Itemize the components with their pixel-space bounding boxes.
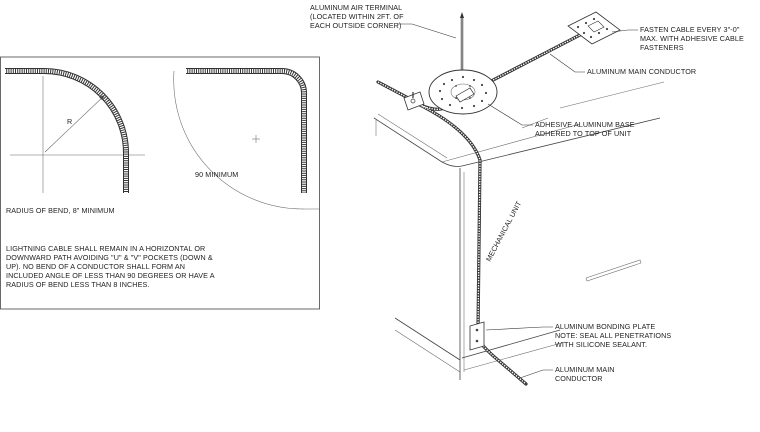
- adhesive-base-line-1: ADHESIVE ALUMINUM BASE: [535, 120, 635, 129]
- air-terminal-line-3: EACH OUTSIDE CORNER): [310, 21, 401, 30]
- note-line-5: RADIUS OF BEND LESS THAN 8 INCHES.: [6, 280, 149, 289]
- radius-of-bend-figure: R: [5, 68, 145, 193]
- radius-dimension-line: [44, 94, 106, 153]
- unit-top-left-edge: [373, 117, 443, 163]
- air-terminal-line-2: (LOCATED WITHIN 2FT. OF: [310, 12, 404, 21]
- unit-top-face: [380, 110, 462, 165]
- fasten-cable-callout: FASTEN CABLE EVERY 3"-0" MAX. WITH ADHES…: [640, 25, 746, 52]
- unit-base-left-edge: [394, 317, 461, 361]
- main-conductor-top-callout: ALUMINUM MAIN CONDUCTOR: [587, 67, 696, 76]
- unit-base-front-edge-lower: [463, 341, 566, 371]
- main-conductor-top-leader: [549, 53, 585, 73]
- installation-note: LIGHTNING CABLE SHALL REMAIN IN A HORIZO…: [6, 244, 216, 289]
- adhesive-base-callout: ADHESIVE ALUMINUM BASE ADHERED TO TOP OF…: [535, 120, 637, 138]
- air-terminal-line-1: ALUMINUM AIR TERMINAL: [310, 3, 402, 12]
- corner-clamp-bolt: [410, 98, 416, 104]
- air-terminal-tip: [460, 12, 464, 18]
- note-line-4: INCLUDED ANGLE OF LESS THAN 90 DEGREES O…: [6, 271, 215, 280]
- main-conductor-bottom-leader: [519, 369, 553, 379]
- unit-base-left-edge-lower: [394, 329, 461, 373]
- unit-top-back-edge-short: [521, 117, 549, 129]
- unit-base-front-edge: [461, 329, 561, 359]
- radius-symbol: R: [67, 117, 72, 126]
- bonding-plate-line-3: WITH SILICONE SEALANT.: [555, 340, 647, 349]
- adhesive-aluminum-base: [428, 69, 498, 115]
- ninety-degree-figure: 90 MINIMUM: [173, 68, 319, 210]
- callouts: ALUMINUM AIR TERMINAL (LOCATED WITHIN 2F…: [310, 3, 746, 383]
- fasten-cable-leader: [611, 29, 638, 33]
- note-line-1: LIGHTNING CABLE SHALL REMAIN IN A HORIZO…: [6, 244, 205, 253]
- fastener-plate-holes: [576, 17, 609, 39]
- fasten-cable-line-3: FASTENERS: [640, 43, 684, 52]
- unit-top-right-edge: [461, 117, 661, 167]
- mechanical-unit-label: MECHANICAL UNIT: [484, 199, 524, 263]
- radius-of-bend-caption: RADIUS OF BEND, 8" MINIMUM: [6, 206, 115, 215]
- main-conductor-bottom-line-1: ALUMINUM MAIN: [555, 365, 615, 374]
- main-conductor-bottom-callout: ALUMINUM MAIN CONDUCTOR: [555, 365, 617, 383]
- fasten-cable-line-2: MAX. WITH ADHESIVE CABLE: [640, 34, 744, 43]
- ninety-minimum-label: 90 MINIMUM: [195, 170, 238, 179]
- conductor-path-pattern: [377, 22, 604, 385]
- bonding-plate-bolt-bottom: [475, 339, 479, 343]
- note-line-3: UP). NO BEND OF A CONDUCTOR SHALL FORM A…: [6, 262, 185, 271]
- aluminum-bonding-plate: [469, 321, 485, 351]
- adhesive-base-clamp: [455, 87, 475, 103]
- unit-top-front-edge: [441, 123, 581, 163]
- bend-radius-detail-panel: R 90 MINIMUM RADIUS OF BEND, 8" MINIMUM …: [0, 56, 320, 310]
- adhesive-base-line-2: ADHERED TO TOP OF UNIT: [535, 129, 632, 138]
- unit-corner-bevel: [441, 161, 463, 167]
- bonding-plate-leader: [485, 326, 553, 331]
- main-conductor-bottom-line-2: CONDUCTOR: [555, 374, 603, 383]
- bonding-plate-line-1: ALUMINUM BONDING PLATE: [555, 322, 655, 331]
- air-terminal-callout: ALUMINUM AIR TERMINAL (LOCATED WITHIN 2F…: [310, 3, 406, 30]
- corner-cable-clamp: [403, 91, 425, 111]
- ninety-bent-conductor-pattern: [186, 69, 306, 193]
- ninety-degree-reference-arc: [173, 70, 304, 210]
- unit-top-left-edge-inner: [377, 113, 448, 159]
- note-line-2: DOWNWARD PATH AVOIDING "U" & "V" POCKETS…: [6, 253, 213, 262]
- radius-arrowhead: [99, 95, 105, 100]
- fastener-strap: [587, 20, 605, 33]
- air-terminal-leader: [397, 23, 457, 39]
- bent-conductor-pattern: [5, 69, 128, 193]
- aluminum-main-conductor: [376, 21, 605, 386]
- bonding-plate-callout: ALUMINUM BONDING PLATE NOTE: SEAL ALL PE…: [555, 322, 673, 349]
- bonding-plate-bolt-top: [475, 328, 479, 332]
- adhesive-base-holes: [438, 75, 488, 110]
- detail-panel-border: [0, 56, 320, 310]
- bonding-plate-line-2: NOTE: SEAL ALL PENETRATIONS: [555, 331, 671, 340]
- adhesive-cable-fastener: [567, 11, 621, 45]
- unit-top-back-edge: [559, 81, 665, 109]
- bonding-plate-body: [469, 321, 485, 351]
- fasten-cable-line-1: FASTEN CABLE EVERY 3"-0": [640, 25, 740, 34]
- bent-conductor-outline: [5, 68, 129, 193]
- adhesive-base-leader: [487, 103, 533, 126]
- unit-side-louver: [585, 259, 642, 282]
